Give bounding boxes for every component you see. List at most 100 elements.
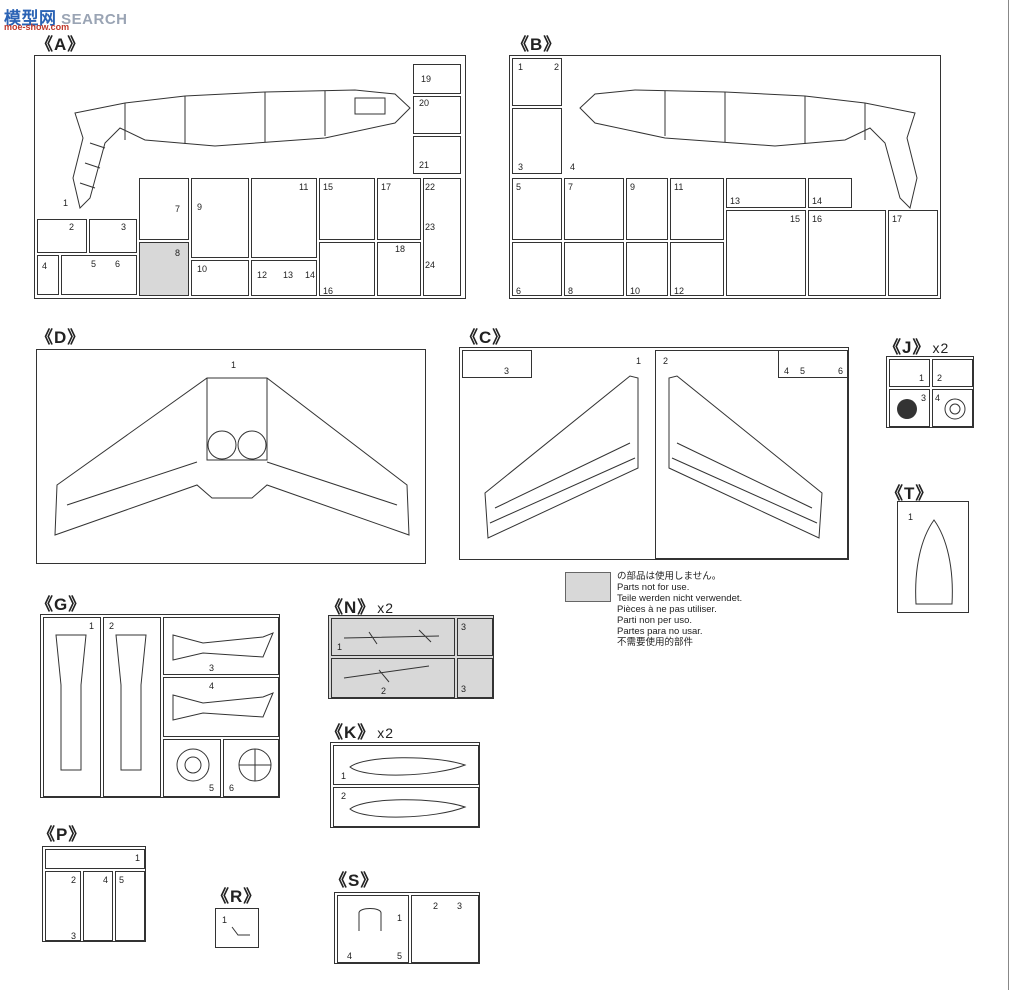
part-a8-number: 8 (175, 248, 181, 258)
part-a20-number: 20 (419, 98, 430, 108)
watermark-url: moe-show.com (4, 22, 70, 32)
cell-b9 (626, 178, 668, 240)
cell-a3 (89, 219, 137, 253)
cell-a8 (139, 242, 189, 296)
part-g1-number: 1 (89, 621, 95, 631)
part-a21-number: 21 (419, 160, 430, 170)
group-n-title: 《N》 (326, 598, 376, 617)
part-a24-number: 24 (425, 260, 436, 270)
part-b13-number: 13 (730, 196, 741, 206)
sprue-c: 3 1 2 4 5 6 (459, 347, 849, 560)
cell-k2 (333, 787, 479, 827)
part-b5-number: 5 (516, 182, 522, 192)
part-a15-number: 15 (323, 182, 334, 192)
part-a9-number: 9 (197, 202, 203, 212)
part-b3-number: 3 (518, 162, 524, 172)
cell-a9 (191, 178, 249, 258)
part-s5-number: 5 (397, 951, 403, 961)
part-p2-number: 2 (71, 875, 77, 885)
sprue-n: 1 2 3 3 (328, 615, 494, 699)
compressor-face-icon (238, 748, 272, 782)
part-b2-number: 2 (554, 62, 560, 72)
group-c-label: 《C》 (461, 323, 510, 348)
canopy-icon (915, 519, 953, 605)
lower-wing-d (54, 377, 410, 536)
cell-a20 (413, 96, 461, 134)
part-b10-number: 10 (630, 286, 641, 296)
cell-b7 (564, 178, 624, 240)
group-b-label: 《B》 (512, 30, 561, 55)
group-a-label: 《A》 (36, 30, 85, 55)
cell-b11 (670, 178, 724, 240)
seat-icon (358, 908, 382, 931)
missiles-n (343, 629, 440, 683)
cell-g3 (163, 617, 279, 675)
part-b11-number: 11 (674, 182, 684, 192)
part-b9-number: 9 (630, 182, 636, 192)
cell-a4 (37, 255, 59, 295)
part-p5-number: 5 (119, 875, 125, 885)
drop-tanks-k (349, 757, 467, 818)
cell-b13 (726, 178, 806, 208)
cell-a17 (377, 178, 421, 240)
cell-a11 (251, 178, 317, 258)
cell-j4 (932, 389, 973, 427)
group-k-title: 《K》 (326, 723, 376, 742)
cell-p4 (83, 871, 113, 941)
part-r1-icon (231, 926, 250, 936)
part-b14-number: 14 (812, 196, 823, 206)
part-a18-number: 18 (395, 244, 406, 254)
part-j2-number: 2 (937, 373, 943, 383)
sprue-a: 1 19 20 21 2 3 4 5 6 7 8 9 10 11 12 13 1… (34, 55, 466, 299)
not-for-use-legend: の部品は使用しません。 Parts not for use. Teile wer… (617, 571, 742, 648)
cell-b6 (512, 242, 562, 296)
part-a16-number: 16 (323, 286, 334, 296)
part-c6-number: 6 (838, 366, 844, 376)
cell-a16 (319, 242, 375, 296)
watermark-logo: 模型网 (4, 9, 57, 28)
legend-german: Teile werden nicht verwendet. (617, 593, 743, 604)
part-s1-number: 1 (397, 913, 403, 923)
group-d-title: 《D》 (36, 328, 86, 347)
cell-g4 (163, 677, 279, 737)
sprue-s: 1 4 5 2 3 (334, 892, 480, 964)
part-a11-number: 11 (299, 182, 309, 192)
group-j-multiplier: x2 (932, 340, 950, 356)
part-a5-number: 5 (91, 259, 97, 269)
part-b7-number: 7 (568, 182, 574, 192)
sprue-t: 1 (897, 501, 969, 613)
watermark: 模型网 SEARCH (4, 4, 128, 29)
fuselage-half-a (72, 89, 411, 209)
group-g-title: 《G》 (36, 595, 87, 614)
sprue-k: 1 2 (330, 742, 480, 828)
part-j4-number: 4 (935, 393, 941, 403)
group-n-multiplier: x2 (377, 600, 395, 616)
cell-b14 (808, 178, 852, 208)
group-b-title: 《B》 (512, 35, 562, 54)
part-j3-number: 3 (921, 393, 927, 403)
cell-n3-b (457, 658, 493, 698)
part-c3-number: 3 (504, 366, 510, 376)
group-r-title: 《R》 (212, 887, 262, 906)
group-d-label: 《D》 (36, 323, 85, 348)
cell-a15 (319, 178, 375, 240)
legend-french: Pièces à ne pas utiliser. (617, 604, 717, 615)
cell-b3 (512, 108, 562, 174)
sprue-r: 1 (215, 908, 259, 948)
watermark-text: SEARCH (61, 11, 128, 28)
part-g2-number: 2 (109, 621, 115, 631)
part-b6-number: 6 (516, 286, 522, 296)
part-c1-number: 1 (636, 356, 642, 366)
group-p-title: 《P》 (38, 825, 87, 844)
cell-b17 (888, 210, 938, 296)
cell-k1 (333, 745, 479, 785)
sprue-p: 1 2 3 4 5 (42, 846, 146, 942)
group-a-title: 《A》 (36, 35, 86, 54)
part-n1-number: 1 (337, 642, 343, 652)
part-c2-number: 2 (663, 356, 669, 366)
cell-s2-s3 (411, 895, 479, 963)
part-r1-number: 1 (222, 915, 228, 925)
cell-g1 (43, 617, 101, 797)
group-t-label: 《T》 (886, 479, 933, 504)
cell-j2 (932, 359, 973, 387)
